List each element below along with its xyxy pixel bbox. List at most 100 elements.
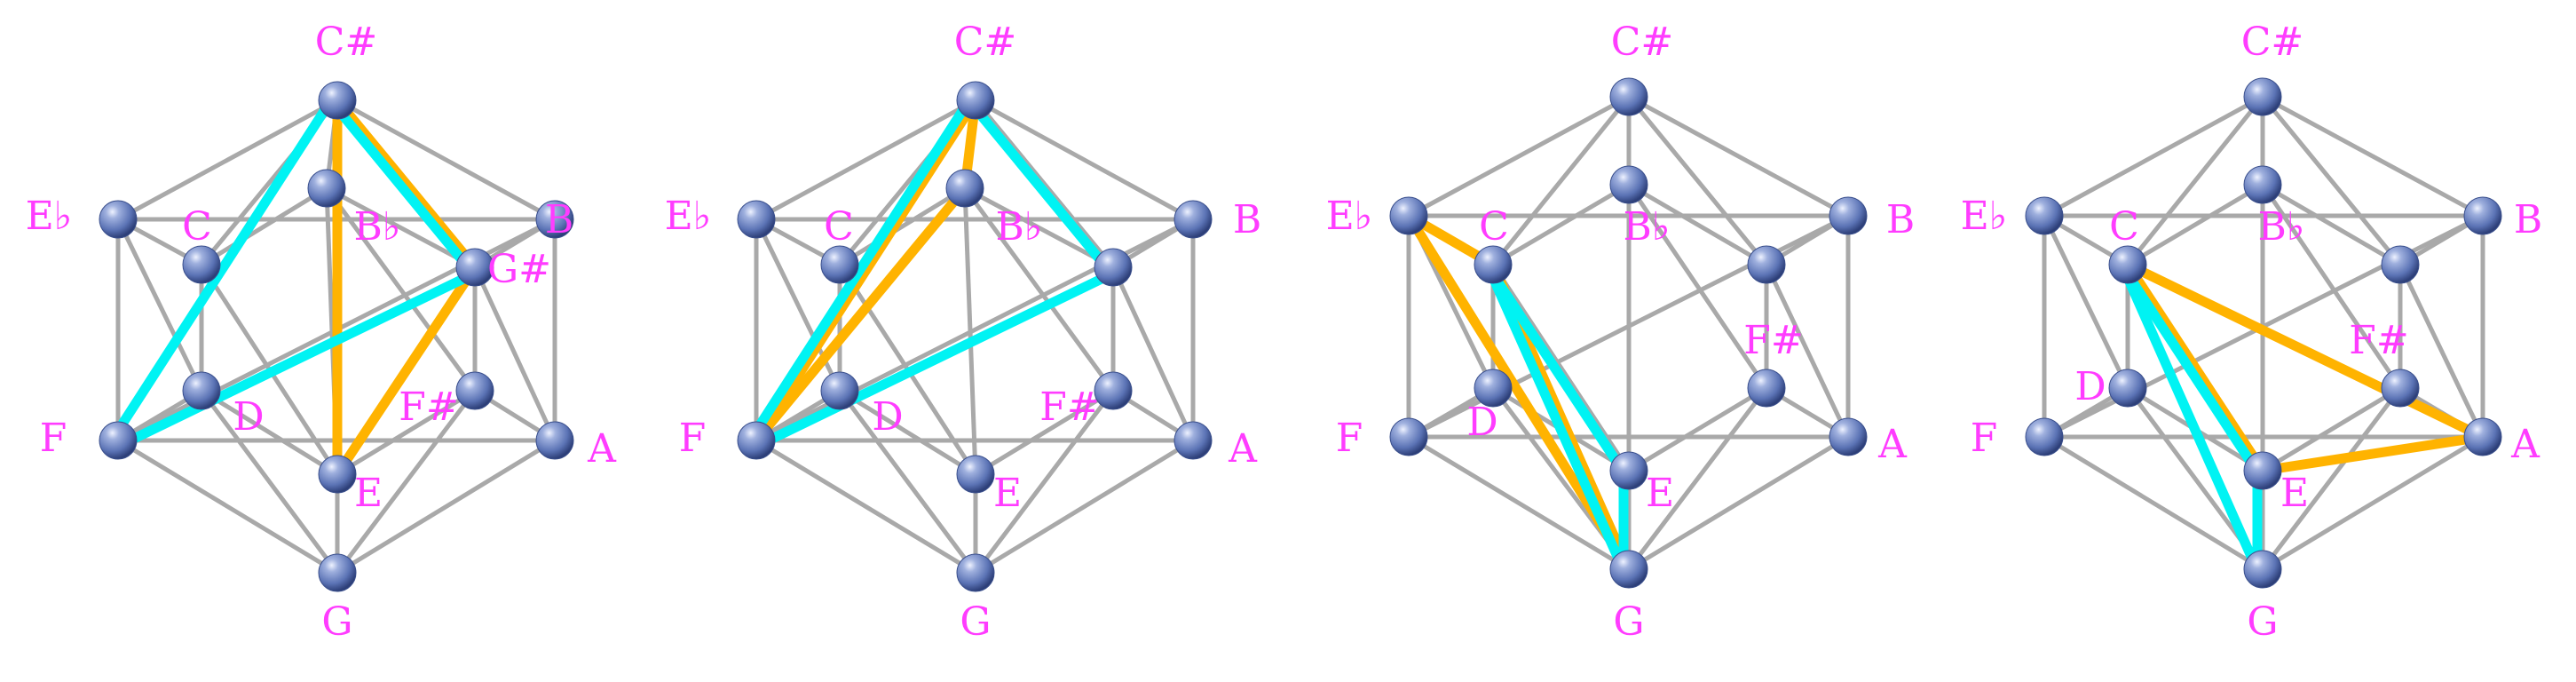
edge-Bb-F# (324, 186, 478, 393)
node-F (2025, 417, 2064, 456)
edge-C#-Eb (754, 98, 978, 222)
edge-G-A (335, 438, 557, 575)
node-C# (318, 81, 357, 120)
highlight-cyan-C-E (2118, 262, 2264, 479)
edge-G-F# (335, 388, 478, 575)
edge-C#-C (2125, 94, 2265, 267)
edge-E-F# (1626, 385, 1769, 473)
node-F (1389, 417, 1428, 456)
node-G (1609, 550, 1648, 589)
node-label-B: B (2514, 197, 2542, 242)
node-label-Eb: E♭ (665, 194, 712, 239)
edge-G#-A (2398, 262, 2485, 440)
node-label-F#: F# (399, 385, 458, 430)
edge-G-F (2042, 434, 2265, 572)
edge-Bb-G# (324, 186, 478, 270)
node-F# (1094, 371, 1133, 410)
edge-C#-C (1490, 94, 1632, 267)
edge-G-D (199, 388, 340, 575)
node-label-D: D (1466, 400, 1497, 445)
node-label-C: C (824, 204, 854, 250)
node-Bb (945, 169, 984, 208)
node-label-C#: C# (1611, 20, 1674, 65)
node-label-D: D (2074, 364, 2106, 409)
node-label-G: G (2247, 599, 2278, 645)
highlight-cyan-C-G (2118, 261, 2264, 576)
node-label-D: D (872, 394, 903, 440)
node-label-E: E (993, 471, 1022, 516)
highlight-orange-C#-G# (332, 95, 480, 273)
node-label-C#: C# (315, 20, 378, 65)
node-label-F#: F# (1743, 318, 1803, 363)
edge-Bb-G# (962, 186, 1116, 270)
node-Eb (737, 200, 776, 239)
highlight-cyan-C#-G# (328, 99, 476, 276)
node-E (956, 455, 995, 494)
node-D (2108, 369, 2147, 408)
edge-C-Bb (2125, 182, 2265, 267)
node-Bb (307, 169, 346, 208)
node-C# (956, 81, 995, 120)
edge-D-E (199, 388, 340, 477)
node-label-Bb: B♭ (2257, 204, 2304, 250)
edge-Bb-F# (1626, 182, 1769, 391)
edge-G#-A (472, 265, 557, 443)
node-label-Bb: B♭ (995, 204, 1042, 250)
node-G (318, 553, 357, 592)
highlight-orange-C-E (2122, 259, 2268, 476)
edge-C#-G# (1626, 94, 1769, 267)
node-G# (1094, 248, 1133, 287)
node-E (1609, 451, 1648, 490)
node-A (1829, 417, 1868, 456)
node-D (1474, 369, 1513, 408)
highlight-cyan-C#-F (108, 92, 338, 443)
edge-Bb-F# (962, 186, 1116, 393)
edge-G-F (754, 438, 978, 575)
node-label-Bb: B♭ (353, 204, 400, 250)
node-Eb (1389, 196, 1428, 235)
edge-C#-B (335, 98, 557, 222)
node-F (737, 421, 776, 460)
node-label-F#: F# (1039, 385, 1099, 430)
node-label-A: A (2510, 422, 2540, 467)
edge-C#-G# (973, 98, 1116, 270)
node-label-Eb: E♭ (1961, 194, 2008, 239)
node-label-E: E (2280, 471, 2309, 516)
node-label-E: E (354, 471, 383, 516)
highlight-cyan-C-G (1483, 261, 1630, 576)
edge-C#-B (973, 98, 1196, 222)
node-label-G: G (960, 599, 991, 645)
node-A (2463, 417, 2502, 456)
edge-Eb-D (115, 217, 204, 393)
edge-C#-Eb (2042, 94, 2265, 218)
edge-C#-Eb (1406, 94, 1632, 218)
node-label-C: C (182, 204, 212, 250)
node-C (2108, 245, 2147, 284)
edge-D-E (837, 388, 978, 477)
edge-G-A (2260, 434, 2485, 572)
node-label-D: D (233, 394, 264, 440)
node-E (318, 455, 357, 494)
edge-Bb-G# (2260, 182, 2403, 267)
edge-G-D (837, 388, 978, 575)
highlight-orange-C#-F (751, 95, 981, 446)
edge-Bb-F# (2260, 182, 2403, 391)
node-E (2243, 451, 2282, 490)
node-label-G#: G# (487, 247, 551, 292)
edge-C#-G# (2260, 94, 2403, 267)
edge-C-E (1490, 262, 1632, 473)
node-G# (2381, 245, 2420, 284)
edge-G-F (115, 438, 340, 575)
node-label-C: C (1479, 204, 1509, 250)
node-G (2243, 550, 2282, 589)
node-label-F: F (1971, 416, 1998, 461)
node-F# (1747, 369, 1786, 408)
edge-C-Bb (199, 186, 329, 267)
edge-G-A (1626, 434, 1851, 572)
node-label-Eb: E♭ (1326, 194, 1373, 239)
edge-G#-A (1764, 262, 1851, 440)
node-label-B: B (1233, 197, 1261, 242)
edge-C#-B (1626, 94, 1851, 218)
